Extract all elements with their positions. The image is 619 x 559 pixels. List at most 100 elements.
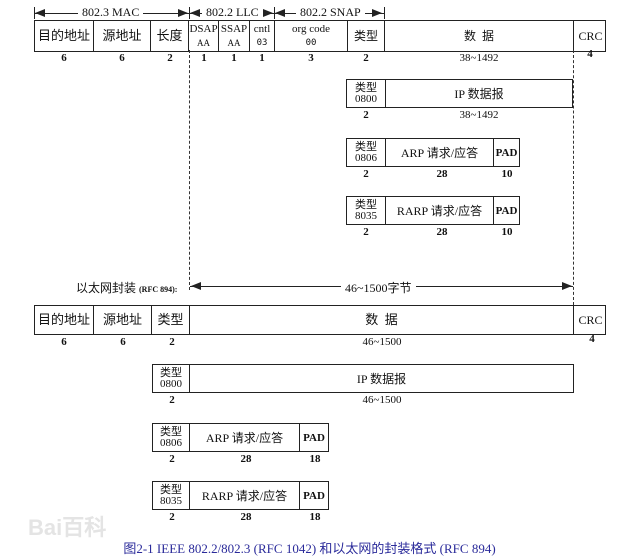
size-payload: 46~1500: [362, 394, 402, 406]
size-data: 46~1500: [362, 336, 402, 348]
ethernet-span-label: 46~1500字节: [341, 279, 416, 296]
field-data: 数 据: [385, 21, 574, 51]
size-ssap: 1: [231, 52, 237, 64]
type-code: 0800: [160, 377, 182, 390]
field-type: 类型: [348, 21, 385, 51]
org-code-value: 00: [305, 37, 317, 48]
pad: PAD: [495, 146, 518, 159]
arrow-left-icon: [275, 9, 285, 17]
pad: PAD: [303, 489, 325, 502]
subframe-8023-ip: 类型 0800 IP 数据报: [346, 79, 573, 108]
size-type: 2: [363, 168, 369, 180]
size-type: 2: [363, 109, 369, 121]
type-code: 0800: [355, 92, 377, 105]
snap-header: 802.2 SNAP: [296, 5, 365, 20]
size-src-addr: 6: [119, 52, 125, 64]
size-type: 2: [169, 453, 175, 465]
arrow-right-icon: [178, 9, 188, 17]
type-label: 类型: [160, 483, 182, 496]
boundary-dash-left: [189, 50, 190, 290]
field-length: 长度: [151, 21, 189, 51]
size-pad: 10: [501, 226, 513, 238]
size-payload: 28: [240, 511, 252, 523]
pad: PAD: [303, 431, 325, 444]
field-data: 数 据: [190, 306, 574, 334]
size-payload: 28: [240, 453, 252, 465]
field-src-addr: 源地址: [94, 306, 152, 334]
size-length: 2: [167, 52, 173, 64]
field-org-code: org code 00: [275, 21, 348, 51]
arrow-left-icon: [190, 9, 200, 17]
field-dsap: DSAP AA: [189, 21, 219, 51]
size-type: 2: [169, 336, 175, 348]
size-pad: 18: [309, 453, 321, 465]
frame-8023: 目的地址 源地址 长度 DSAP AA SSAP AA cntl 03 org …: [34, 20, 606, 52]
arrow-right-icon: [372, 9, 382, 17]
type-code: 8035: [355, 209, 377, 222]
payload-ip: IP 数据报: [356, 371, 407, 386]
snap-right-tick: [384, 7, 385, 19]
type-label: 类型: [355, 140, 377, 153]
payload-arp: ARP 请求/应答: [190, 424, 300, 451]
subframe-8023-rarp: 类型 8035 RARP 请求/应答 PAD: [346, 196, 520, 225]
cntl-value: 03: [256, 37, 268, 48]
size-data: 38~1492: [459, 52, 499, 64]
ethernet-encap-label: 以太网封装 (RFC 894):: [76, 279, 177, 296]
field-dst-addr: 目的地址: [35, 21, 94, 51]
encap-title: 以太网封装: [76, 281, 137, 295]
payload-ip: IP 数据报: [454, 86, 504, 101]
arrow-right-icon: [562, 282, 572, 290]
type-0800: 类型 0800: [153, 365, 190, 392]
type-8035: 类型 8035: [153, 482, 190, 509]
field-crc: CRC: [578, 313, 603, 327]
encap-rfc: (RFC 894):: [139, 285, 178, 294]
size-pad: 18: [309, 511, 321, 523]
field-ssap: SSAP AA: [219, 21, 250, 51]
pad: PAD: [495, 204, 518, 217]
boundary-dash-right: [573, 50, 574, 305]
dsap-value: AA: [197, 37, 210, 48]
payload-rarp: RARP 请求/应答: [190, 482, 300, 509]
subframe-eth-arp: 类型 0806 ARP 请求/应答 PAD: [152, 423, 329, 452]
size-type: 2: [363, 226, 369, 238]
cntl-label: cntl: [253, 22, 271, 35]
ssap-value: AA: [227, 37, 241, 48]
type-code: 0806: [160, 436, 182, 449]
arrow-right-icon: [263, 9, 273, 17]
baidu-watermark: Bai百科: [28, 515, 107, 540]
size-org-code: 3: [308, 52, 314, 64]
type-0806: 类型 0806: [347, 139, 386, 166]
type-code: 8035: [160, 494, 182, 507]
arrow-left-icon: [191, 282, 201, 290]
org-code-label: org code: [292, 22, 330, 35]
size-payload: 28: [436, 168, 448, 180]
field-crc: CRC: [578, 29, 603, 43]
field-src-addr: 源地址: [94, 21, 151, 51]
mac-header: 802.3 MAC: [78, 5, 144, 20]
ssap-label: SSAP: [220, 22, 248, 35]
type-0800: 类型 0800: [347, 80, 386, 107]
field-cntl: cntl 03: [250, 21, 275, 51]
llc-header: 802.2 LLC: [202, 5, 263, 20]
subframe-eth-ip: 类型 0800 IP 数据报: [152, 364, 574, 393]
dsap-label: DSAP: [189, 22, 218, 35]
field-dst-addr: 目的地址: [35, 306, 94, 334]
size-dst-addr: 6: [61, 336, 67, 348]
size-payload: 38~1492: [459, 109, 499, 121]
field-type: 类型: [152, 306, 190, 334]
size-dsap: 1: [201, 52, 207, 64]
arrow-left-icon: [35, 9, 45, 17]
size-src-addr: 6: [120, 336, 126, 348]
type-0806: 类型 0806: [153, 424, 190, 451]
size-type: 2: [169, 394, 175, 406]
type-code: 0806: [355, 151, 377, 164]
size-crc: 4: [589, 333, 595, 345]
subframe-8023-arp: 类型 0806 ARP 请求/应答 PAD: [346, 138, 520, 167]
size-type: 2: [169, 511, 175, 523]
size-crc: 4: [587, 48, 593, 60]
size-pad: 10: [501, 168, 513, 180]
type-8035: 类型 8035: [347, 197, 386, 224]
payload-arp: ARP 请求/应答: [386, 139, 494, 166]
size-type: 2: [363, 52, 369, 64]
